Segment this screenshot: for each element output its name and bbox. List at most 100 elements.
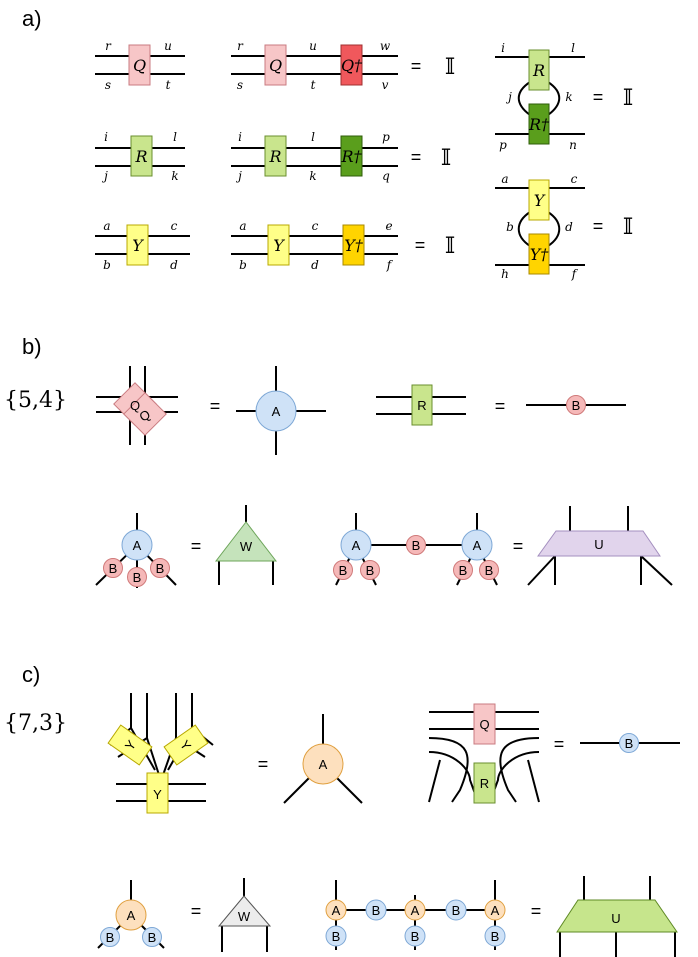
b-node-edge: B	[526, 395, 626, 415]
a-label: A	[491, 903, 500, 918]
u-label: U	[611, 911, 620, 926]
index-label: w	[380, 39, 391, 53]
equals-sign: =	[191, 901, 202, 921]
double-q-diamond: Q Q	[96, 366, 178, 445]
index-label: f	[386, 258, 394, 272]
a-label: A	[127, 908, 136, 923]
index-label: d	[170, 258, 178, 272]
a-label: A	[332, 903, 341, 918]
identity-symbol: 𝕀	[441, 146, 451, 171]
section-b-label: b)	[22, 334, 42, 359]
a-label: A	[319, 757, 328, 772]
equals-sign: =	[531, 901, 542, 921]
section-a-label: a)	[22, 6, 42, 31]
r-tensor-horizontal: R	[376, 384, 466, 426]
q-label: Q	[269, 56, 282, 75]
index-label: l	[311, 130, 315, 144]
index-label: s	[237, 78, 243, 92]
r-rdagger-vertical-contraction: R R† i l j k p n	[495, 41, 585, 152]
b-label: B	[625, 736, 634, 751]
b-label: B	[459, 563, 468, 578]
a-b-a-b-a-chain-c: A B A B A B B B	[325, 880, 506, 950]
b-label: B	[452, 903, 461, 918]
index-label: r	[237, 39, 244, 53]
index-label: s	[105, 78, 111, 92]
w-triangle-b: W	[214, 505, 278, 585]
y-label: Y	[153, 787, 162, 802]
index-label: b	[506, 220, 514, 234]
a-label: A	[133, 538, 142, 553]
b-label: B	[412, 538, 421, 553]
index-label: i	[104, 130, 108, 144]
index-label: l	[571, 41, 575, 55]
identity-symbol: 𝕀	[623, 215, 633, 240]
ydagger-label: Y†	[530, 245, 550, 264]
identity-symbol: 𝕀	[623, 86, 633, 111]
b-label: B	[332, 929, 341, 944]
r-rdagger-contraction: R R† i l p j k q	[231, 130, 398, 183]
y-ydagger-contraction: Y Y† a c e b d f	[231, 219, 398, 272]
index-label: j	[505, 90, 512, 104]
y-label: Y	[132, 236, 144, 255]
triple-y-arrangement: Y Y Y	[107, 693, 214, 814]
index-label: a	[239, 219, 246, 233]
index-label: d	[311, 258, 319, 272]
equals-sign: =	[210, 396, 221, 416]
r-label: R	[134, 147, 147, 166]
a-label: A	[411, 903, 420, 918]
equals-sign: =	[411, 147, 422, 167]
r-label: R	[480, 776, 489, 791]
index-label: b	[239, 258, 247, 272]
equals-sign: =	[495, 396, 506, 416]
b-label: B	[372, 903, 381, 918]
b-label: B	[491, 929, 500, 944]
a-node-degree3: A	[283, 714, 363, 804]
section-c-label: c)	[22, 662, 40, 687]
a-label: A	[272, 404, 281, 419]
a-with-two-b-nodes: A B B	[97, 880, 165, 949]
y-ydagger-vertical-contraction: Y Y† a c b d h f	[495, 172, 585, 281]
b-label: B	[133, 570, 142, 585]
r-label: R	[268, 147, 281, 166]
index-label: f	[571, 267, 579, 281]
b-label: B	[411, 929, 420, 944]
index-label: c	[171, 219, 178, 233]
ydagger-label: Y†	[344, 236, 364, 255]
equals-sign: =	[513, 536, 524, 556]
r-tensor-single: R i l j k	[95, 130, 185, 183]
index-label: i	[238, 130, 242, 144]
b-label: B	[156, 561, 165, 576]
y-label: Y	[273, 236, 285, 255]
index-label: d	[565, 220, 573, 234]
u-trapezoid-b: U	[527, 506, 673, 586]
index-label: k	[309, 169, 316, 183]
index-label: t	[166, 78, 171, 92]
index-label: p	[499, 138, 507, 152]
index-label: k	[171, 169, 178, 183]
w-triangle-c: W	[217, 878, 272, 952]
equals-sign: =	[593, 216, 604, 236]
b-label: B	[148, 930, 157, 945]
u-trapezoid-c: U	[556, 876, 678, 957]
index-label: v	[382, 78, 389, 92]
equals-sign: =	[554, 734, 565, 754]
index-label: c	[571, 172, 578, 186]
w-label: W	[240, 539, 253, 554]
a-label: A	[352, 538, 361, 553]
equals-sign: =	[415, 235, 426, 255]
index-label: h	[501, 267, 509, 281]
b-label: B	[485, 563, 494, 578]
index-label: a	[501, 172, 508, 186]
equals-sign: =	[411, 56, 422, 76]
index-label: n	[569, 138, 577, 152]
a-node-degree4: A	[236, 366, 326, 455]
identity-symbol: 𝕀	[445, 55, 455, 80]
q-label: Q	[479, 717, 489, 732]
q-r-braided: Q R	[428, 703, 540, 804]
equals-sign: =	[258, 754, 269, 774]
index-label: e	[385, 219, 392, 233]
q-label: Q	[133, 56, 146, 75]
index-label: u	[309, 39, 317, 53]
b-node-edge-c: B	[580, 733, 680, 753]
